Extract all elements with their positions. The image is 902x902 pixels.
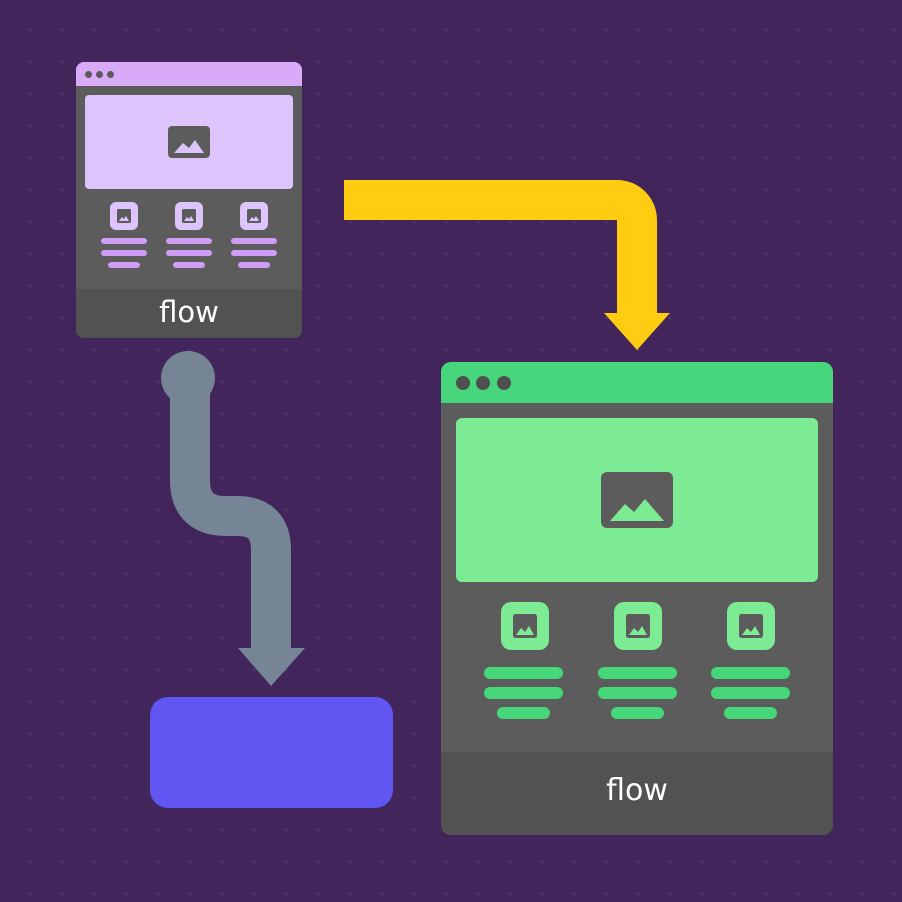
- text-placeholder-line: [101, 250, 147, 256]
- small-window-footer-label: flow: [76, 289, 302, 338]
- image-icon: [182, 209, 196, 223]
- large-window-thumb-1: [501, 602, 549, 650]
- image-icon: [513, 614, 537, 638]
- text-placeholder-line: [231, 238, 277, 244]
- small-window-thumb-1: [110, 202, 138, 230]
- titlebar-dot: [96, 71, 103, 78]
- image-icon: [739, 614, 763, 638]
- titlebar-dot: [497, 376, 511, 390]
- text-placeholder-line: [598, 687, 677, 699]
- small-window-thumb-3: [240, 202, 268, 230]
- target-box[interactable]: [150, 697, 393, 808]
- text-placeholder-line: [724, 707, 777, 719]
- image-icon: [626, 614, 650, 638]
- text-placeholder-line: [166, 250, 212, 256]
- text-placeholder-line: [611, 707, 664, 719]
- large-window-thumb-2: [614, 602, 662, 650]
- image-icon: [117, 209, 131, 223]
- image-icon: [168, 126, 210, 158]
- titlebar-dot: [456, 376, 470, 390]
- text-placeholder-line: [484, 687, 563, 699]
- titlebar-dot: [476, 376, 490, 390]
- large-wireframe-window[interactable]: flow: [441, 362, 833, 835]
- large-window-thumb-3: [727, 602, 775, 650]
- text-placeholder-line: [711, 667, 790, 679]
- large-window-footer-label: flow: [441, 752, 833, 835]
- text-placeholder-line: [484, 667, 563, 679]
- text-placeholder-line: [231, 250, 277, 256]
- text-placeholder-line: [598, 667, 677, 679]
- image-icon: [247, 209, 261, 223]
- text-placeholder-line: [711, 687, 790, 699]
- yellow-connector-shaft: [344, 180, 657, 318]
- small-window-thumb-2: [175, 202, 203, 230]
- titlebar-dot: [107, 71, 114, 78]
- small-wireframe-window[interactable]: flow: [76, 62, 302, 338]
- yellow-connector-head: [604, 313, 670, 350]
- text-placeholder-line: [238, 262, 270, 268]
- image-icon: [601, 472, 673, 528]
- text-placeholder-line: [108, 262, 140, 268]
- text-placeholder-line: [173, 262, 205, 268]
- large-window-hero-image: [456, 418, 818, 582]
- gray-connector-shaft: [170, 378, 291, 655]
- text-placeholder-line: [497, 707, 550, 719]
- text-placeholder-line: [101, 238, 147, 244]
- text-placeholder-line: [166, 238, 212, 244]
- gray-connector-arrow: [161, 351, 305, 686]
- small-window-hero-image: [85, 95, 293, 189]
- gray-connector-head: [238, 648, 305, 686]
- titlebar-dot: [85, 71, 92, 78]
- yellow-connector-arrow: [344, 180, 670, 350]
